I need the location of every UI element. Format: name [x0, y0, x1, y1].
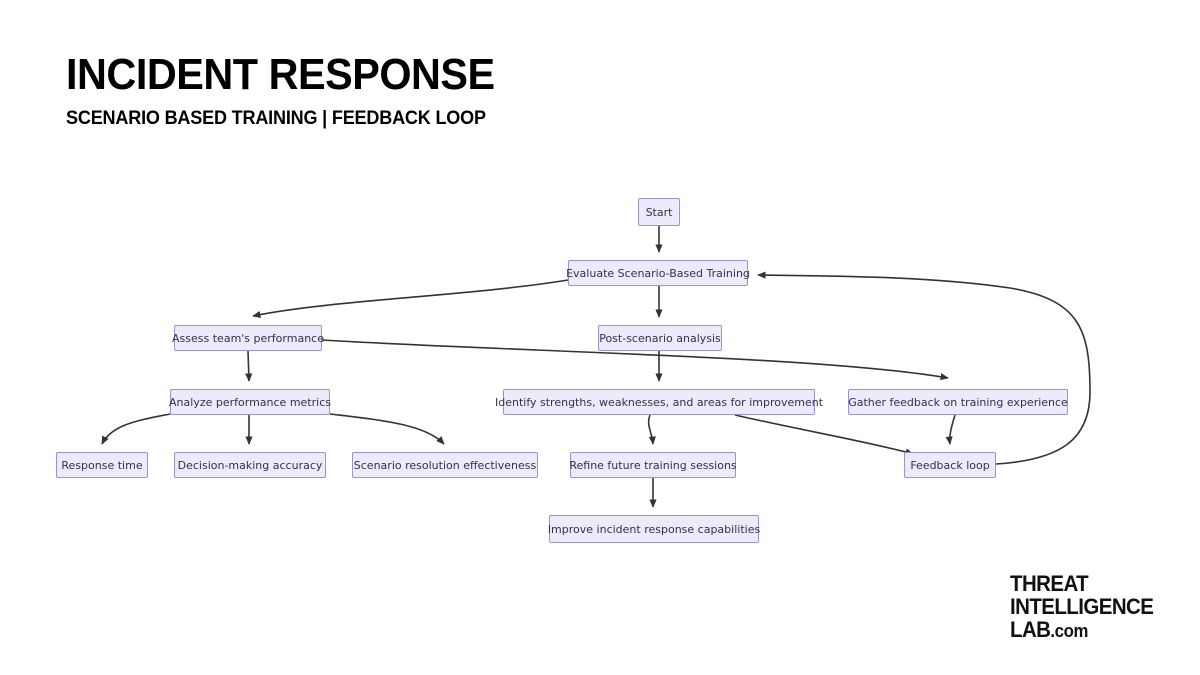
node-label: Improve incident response capabilities — [547, 522, 761, 536]
node-label: Analyze performance metrics — [169, 395, 331, 409]
node-label: Scenario resolution effectiveness — [353, 458, 537, 472]
node-analyze-performance-metrics[interactable]: Analyze performance metrics — [169, 389, 331, 415]
logo-line-intelligence: INTELLIGENCE — [1009, 594, 1154, 619]
node-decision-making-accuracy[interactable]: Decision-making accuracy — [174, 452, 326, 478]
edge-analyze-scenario — [329, 413, 445, 445]
header: INCIDENT RESPONSE SCENARIO BASED TRAININ… — [66, 52, 766, 130]
node-feedback-loop[interactable]: Feedback loop — [904, 452, 996, 478]
node-identify-strengths-weaknesses[interactable]: Identify strengths, weaknesses, and area… — [495, 389, 823, 415]
node-refine-future-training-sessions[interactable]: Refine future training sessions — [569, 452, 737, 478]
edge-identify-refine — [647, 414, 656, 445]
edge-evaluate-assess — [252, 279, 569, 319]
node-label: Feedback loop — [910, 458, 990, 472]
node-start[interactable]: Start — [638, 198, 680, 226]
logo-line-lab: LAB.com — [1010, 618, 1153, 643]
edge-identify-feedback — [734, 414, 914, 456]
node-evaluate-scenario-based-training[interactable]: Evaluate Scenario-Based Training — [566, 260, 750, 286]
node-label: Start — [645, 205, 673, 219]
edge-feedback-evaluate — [757, 271, 1091, 465]
logo-dotcom-text: .com — [1050, 621, 1088, 641]
edge-assess-analyze — [245, 350, 253, 382]
logo-lab-text: LAB — [1009, 617, 1051, 642]
logo-line-threat: THREAT — [1009, 571, 1089, 596]
node-label: Identify strengths, weaknesses, and area… — [494, 395, 824, 409]
node-label: Post-scenario analysis — [599, 331, 721, 345]
edge-analyze-response — [101, 413, 171, 445]
node-response-time[interactable]: Response time — [56, 452, 148, 478]
node-label: Decision-making accuracy — [177, 458, 323, 472]
brand-logo: THREAT INTELLIGENCE LAB.com — [1010, 572, 1164, 643]
node-assess-teams-performance[interactable]: Assess team's performance — [172, 325, 324, 351]
node-improve-incident-response-capabilities[interactable]: Improve incident response capabilities — [547, 515, 761, 543]
node-gather-feedback-on-training-experience[interactable]: Gather feedback on training experience — [848, 389, 1068, 415]
page-subtitle: SCENARIO BASED TRAINING | FEEDBACK LOOP — [66, 108, 486, 129]
node-label: Assess team's performance — [172, 331, 324, 345]
node-label: Refine future training sessions — [569, 458, 737, 472]
node-post-scenario-analysis[interactable]: Post-scenario analysis — [598, 325, 722, 351]
page-title: INCIDENT RESPONSE — [66, 50, 495, 99]
node-label: Gather feedback on training experience — [848, 395, 1068, 409]
node-scenario-resolution-effectiveness[interactable]: Scenario resolution effectiveness — [352, 452, 538, 478]
node-label: Response time — [61, 458, 143, 472]
node-label: Evaluate Scenario-Based Training — [566, 266, 750, 280]
edge-gather-feedback — [945, 414, 956, 445]
